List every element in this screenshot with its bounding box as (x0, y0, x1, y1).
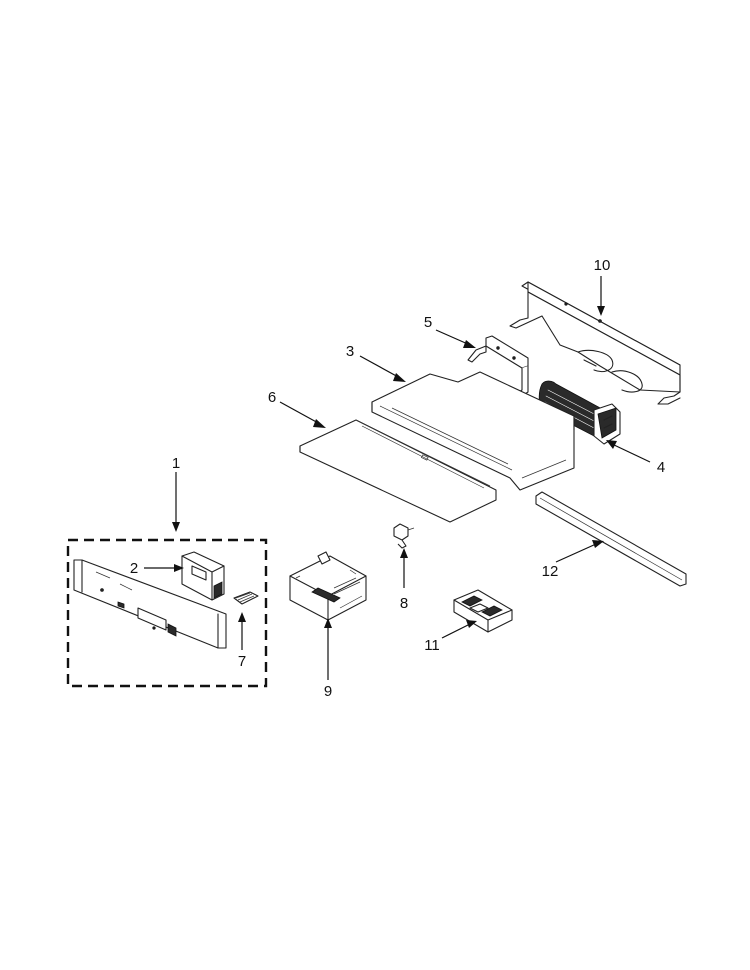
callout-numbers: 10 5 3 6 4 12 8 11 9 1 2 7 (130, 257, 665, 700)
part-12-rail[interactable] (535, 491, 687, 587)
part-9-control-board[interactable] (289, 551, 367, 621)
callout-5: 5 (424, 314, 432, 331)
callout-10: 10 (594, 257, 611, 274)
part-6-lower-panel[interactable] (299, 419, 497, 523)
part-10-bracket-channel[interactable] (509, 281, 681, 405)
part-7-keypad-element[interactable] (233, 591, 259, 605)
callout-9: 9 (324, 683, 332, 700)
part-4-blower-motor[interactable] (538, 380, 621, 445)
part-11-relay-board[interactable] (453, 589, 513, 633)
part-1-control-panel-assembly[interactable] (66, 538, 268, 688)
part-3-top-panel[interactable] (371, 371, 575, 491)
leader-lines (144, 276, 651, 680)
callout-6: 6 (268, 389, 276, 406)
part-8-screw[interactable] (393, 523, 415, 549)
part-2-display-bracket[interactable] (181, 551, 225, 601)
control-panel-faceplate (73, 559, 227, 649)
callout-7: 7 (238, 653, 246, 670)
callout-2: 2 (130, 560, 138, 577)
callout-1: 1 (172, 455, 180, 472)
callout-8: 8 (400, 595, 408, 612)
callout-3: 3 (346, 343, 354, 360)
callout-12: 12 (542, 563, 559, 580)
callout-4: 4 (657, 459, 665, 476)
callout-11: 11 (424, 637, 440, 654)
